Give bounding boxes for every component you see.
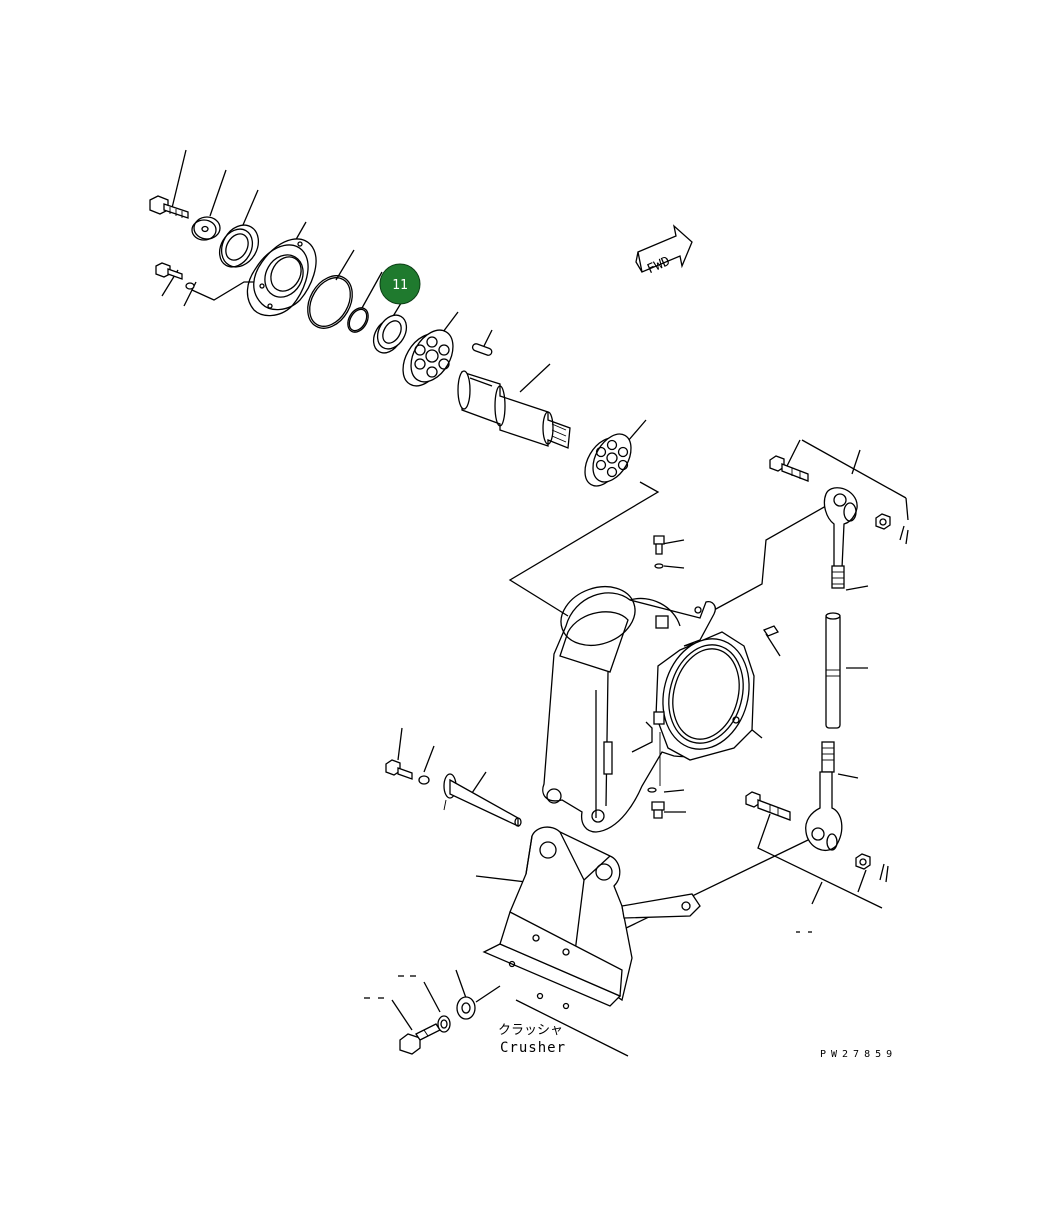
seal-ring (218, 224, 260, 268)
bolt-bottom (399, 1023, 441, 1055)
washers-bottom (437, 996, 476, 1033)
bolt-lower-left (385, 759, 430, 785)
crusher-label-jp: クラッシャ (498, 1023, 563, 1038)
washer-top (191, 216, 221, 241)
crusher-label-en: Crusher (500, 1040, 566, 1056)
rod-end-upper (823, 487, 858, 589)
rod-end-lower (805, 741, 843, 851)
drawing-id: PW27859 (820, 1049, 897, 1060)
nut-right-lower (855, 853, 889, 883)
roller-bearing-lower (584, 433, 632, 487)
o-ring-small (347, 307, 369, 333)
callout-item-11[interactable]: 11 (379, 263, 421, 305)
bolt-small-left (155, 262, 195, 290)
callout-number: 11 (392, 278, 408, 293)
roller-bearing-upper (402, 329, 454, 387)
fittings (647, 535, 779, 819)
bearing-housing (542, 586, 755, 833)
leader-lines-lower-left (397, 727, 527, 883)
mounting-bracket (482, 826, 701, 1010)
flange-cover (246, 238, 317, 317)
drive-shaft (457, 370, 571, 449)
callout-circle (379, 263, 421, 305)
o-ring-large (307, 275, 353, 329)
shaft-key (471, 343, 493, 356)
bearing-seal-part (372, 314, 408, 354)
bolt-top (149, 195, 189, 219)
nut-right-upper (875, 513, 909, 545)
fwd-direction-arrow: FWD (635, 224, 693, 277)
pin-lower-left (443, 773, 522, 828)
bolt-right-lower (745, 791, 791, 821)
adjust-rod (825, 612, 841, 729)
bolt-right-upper (769, 455, 809, 482)
leader-lines-middle (508, 439, 909, 813)
leader-lines-bottom (364, 969, 629, 1057)
